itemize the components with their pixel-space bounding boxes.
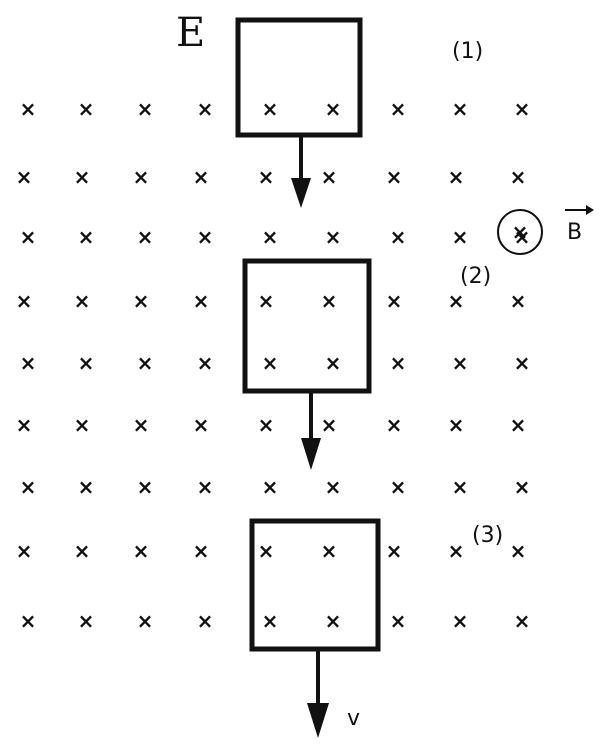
field-cross: ×	[386, 289, 403, 313]
field-cross: ×	[514, 609, 531, 633]
field-cross: ×	[258, 539, 275, 563]
field-cross: ×	[510, 413, 527, 437]
field-cross: ×	[390, 609, 407, 633]
field-cross: ×	[193, 539, 210, 563]
field-cross: ×	[321, 539, 338, 563]
field-cross: ×	[452, 225, 469, 249]
velocity-arrow-3-head	[307, 703, 329, 738]
field-cross: ×	[321, 413, 338, 437]
field-cross: ×	[193, 165, 210, 189]
field-cross: ×	[137, 475, 154, 499]
field-cross: ×	[20, 351, 37, 375]
field-cross: ×	[448, 165, 465, 189]
loop-position-1	[235, 17, 363, 138]
position-label-1: (1)	[452, 39, 483, 64]
field-cross: ×	[452, 609, 469, 633]
field-cross: ×	[452, 351, 469, 375]
field-cross: ×	[510, 289, 527, 313]
figure-letter: E	[176, 10, 205, 56]
field-cross: ×	[390, 97, 407, 121]
loop-position-3	[249, 518, 381, 652]
field-cross: ×	[390, 351, 407, 375]
field-cross: ×	[258, 413, 275, 437]
field-direction-circle	[497, 209, 543, 255]
field-cross: ×	[325, 475, 342, 499]
field-cross: ×	[137, 351, 154, 375]
field-cross: ×	[390, 475, 407, 499]
field-cross: ×	[20, 97, 37, 121]
field-cross: ×	[74, 165, 91, 189]
field-cross: ×	[137, 225, 154, 249]
field-cross: ×	[448, 413, 465, 437]
field-cross: ×	[514, 475, 531, 499]
field-cross: ×	[510, 539, 527, 563]
loop-position-2	[242, 258, 372, 394]
field-cross: ×	[197, 351, 214, 375]
field-cross: ×	[262, 609, 279, 633]
field-cross: ×	[452, 475, 469, 499]
field-cross: ×	[262, 97, 279, 121]
field-cross: ×	[386, 165, 403, 189]
field-cross: ×	[514, 97, 531, 121]
field-cross: ×	[514, 225, 531, 249]
position-label-2: (2)	[460, 264, 491, 289]
field-cross: ×	[133, 539, 150, 563]
velocity-arrow-1-head	[291, 178, 311, 208]
field-crosses: × × × × × × × × × × × × × × × × × × × × × × × × × × × × × × × × × × × × × × × ×…	[16, 97, 531, 633]
field-cross: ×	[262, 351, 279, 375]
field-cross: ×	[197, 225, 214, 249]
field-cross: ×	[197, 475, 214, 499]
field-cross: ×	[197, 609, 214, 633]
field-cross: ×	[137, 97, 154, 121]
field-vector-arrowhead	[586, 205, 594, 215]
field-cross: ×	[74, 539, 91, 563]
field-cross: ×	[386, 539, 403, 563]
field-cross: ×	[258, 289, 275, 313]
field-cross: ×	[16, 165, 33, 189]
field-cross: ×	[325, 609, 342, 633]
field-cross: ×	[197, 97, 214, 121]
field-cross: ×	[133, 165, 150, 189]
field-cross: ×	[74, 289, 91, 313]
field-cross: ×	[325, 225, 342, 249]
field-cross: ×	[16, 539, 33, 563]
field-cross: ×	[262, 475, 279, 499]
field-cross: ×	[448, 539, 465, 563]
field-cross: ×	[78, 609, 95, 633]
field-cross: ×	[20, 225, 37, 249]
field-label: B	[567, 220, 582, 245]
field-cross: ×	[321, 289, 338, 313]
field-cross: ×	[510, 165, 527, 189]
field-cross: ×	[78, 351, 95, 375]
field-cross: ×	[20, 475, 37, 499]
field-cross: ×	[325, 351, 342, 375]
field-cross: ×	[16, 413, 33, 437]
field-cross: ×	[20, 609, 37, 633]
field-cross: ×	[137, 609, 154, 633]
field-cross: ×	[78, 97, 95, 121]
field-cross: ×	[74, 413, 91, 437]
field-cross: ×	[386, 413, 403, 437]
field-cross: ×	[258, 165, 275, 189]
field-cross: ×	[16, 289, 33, 313]
field-cross: ×	[448, 289, 465, 313]
velocity-label: v	[347, 706, 360, 731]
field-cross: ×	[514, 351, 531, 375]
field-cross: ×	[193, 413, 210, 437]
field-cross: ×	[452, 97, 469, 121]
field-cross: ×	[78, 475, 95, 499]
position-label-3: (3)	[472, 523, 503, 548]
field-cross: ×	[133, 289, 150, 313]
velocity-arrow-2-head	[301, 438, 321, 470]
field-cross: ×	[325, 97, 342, 121]
field-cross: ×	[193, 289, 210, 313]
field-direction-cross: ×	[512, 220, 529, 244]
field-cross: ×	[262, 225, 279, 249]
field-cross: ×	[321, 165, 338, 189]
field-cross: ×	[78, 225, 95, 249]
field-cross: ×	[390, 225, 407, 249]
field-cross: ×	[133, 413, 150, 437]
